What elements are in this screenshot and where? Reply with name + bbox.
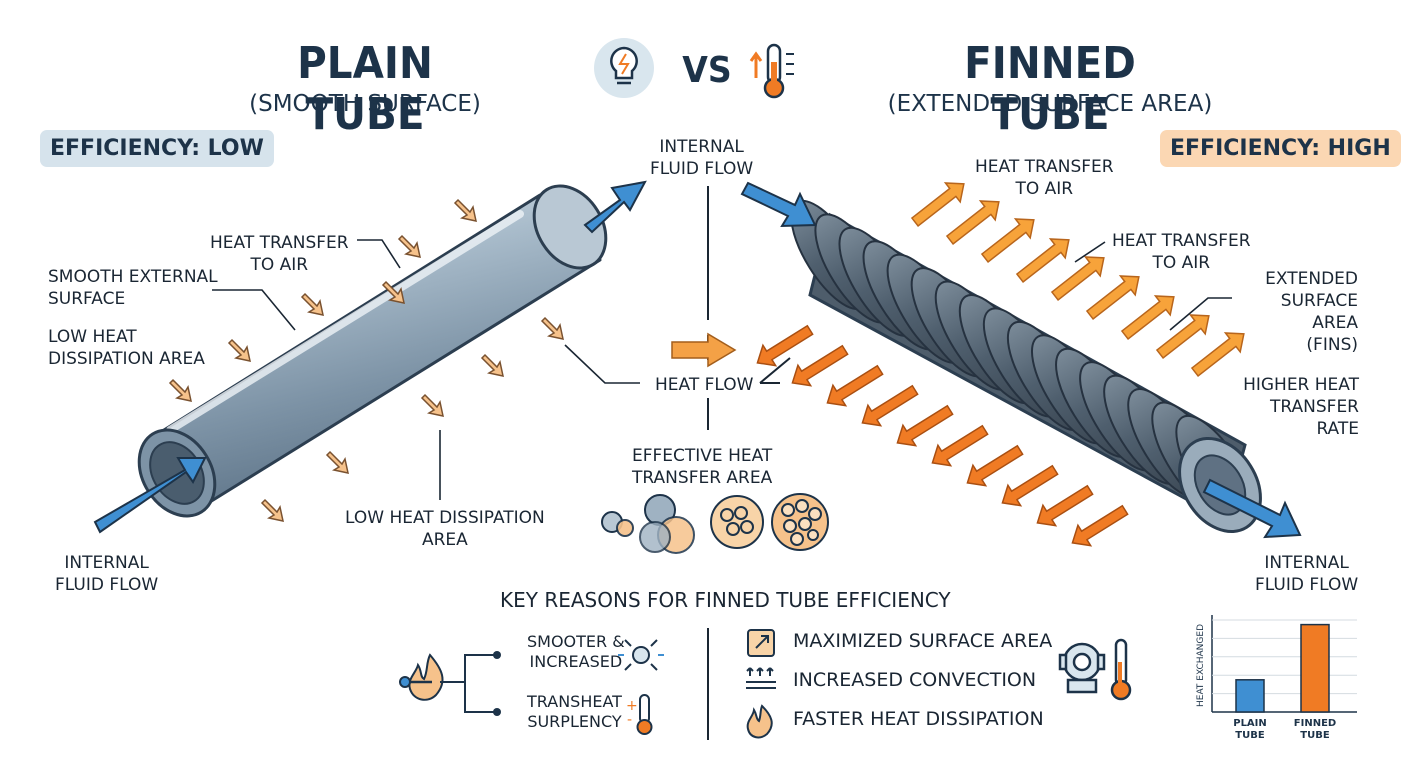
chart-tick-label: TUBE bbox=[1300, 730, 1330, 741]
heat-arrow bbox=[931, 424, 989, 467]
right-heat-transfer-label-2: HEAT TRANSFER TO AIR bbox=[1112, 231, 1251, 273]
efficiency-low-badge: EFFICIENCY: LOW bbox=[40, 130, 274, 167]
low-area-bottom-label: LOW HEAT DISSIPATION AREA bbox=[345, 508, 545, 550]
chart-tick-label: PLAIN bbox=[1233, 718, 1267, 729]
efficiency-high-badge: EFFICIENCY: HIGH bbox=[1160, 130, 1401, 167]
heat-flow-label: HEAT FLOW bbox=[655, 375, 754, 395]
heat-arrow bbox=[756, 324, 814, 367]
pump-icon bbox=[1058, 642, 1106, 694]
heat-arrow bbox=[861, 384, 919, 427]
heat-arrow bbox=[910, 182, 965, 227]
heat-arrow bbox=[1190, 332, 1245, 377]
thermometer-small-icon: + - bbox=[626, 694, 653, 735]
right-fluid-flow-label: INTERNAL FLUID FLOW bbox=[1255, 553, 1359, 595]
reason-item-3: FASTER HEAT DISSIPATION bbox=[793, 708, 1044, 730]
chart-bar bbox=[1235, 679, 1265, 713]
heat-arrow bbox=[1001, 464, 1059, 507]
heat-arrow bbox=[966, 444, 1024, 487]
heat-arrow bbox=[1155, 314, 1210, 359]
left-leader-lines bbox=[212, 239, 640, 500]
low-area-label: LOW HEAT DISSIPATION AREA bbox=[48, 327, 205, 369]
maximize-icon bbox=[747, 629, 775, 657]
chart-tick-label: FINNED bbox=[1294, 718, 1336, 729]
chart-bar bbox=[1300, 623, 1330, 713]
finned-heat-arrows-up bbox=[910, 182, 1245, 377]
effective-area-label: EFFECTIVE HEAT TRANSFER AREA bbox=[632, 446, 773, 488]
heat-arrow bbox=[1015, 238, 1070, 283]
center-heat-arrow bbox=[671, 332, 737, 368]
left-heat-transfer-label: HEAT TRANSFER TO AIR bbox=[210, 233, 349, 275]
thermometer-large-icon bbox=[1110, 638, 1132, 701]
convection-icon bbox=[746, 667, 776, 689]
plain-outlet-arrow bbox=[583, 180, 647, 234]
right-leader-lines bbox=[1074, 241, 1232, 331]
heat-arrow bbox=[826, 364, 884, 407]
vs-label: VS bbox=[682, 50, 732, 91]
area-circles-finned bbox=[710, 493, 829, 551]
lightbulb-icon bbox=[594, 38, 654, 98]
heat-arrow bbox=[945, 200, 1000, 245]
heat-arrow bbox=[1085, 275, 1140, 320]
chart-tick-label: TUBE bbox=[1235, 730, 1265, 741]
fire-icon bbox=[746, 704, 773, 739]
reason-item-1: MAXIMIZED SURFACE AREA bbox=[793, 630, 1053, 652]
heat-arrow bbox=[896, 404, 954, 447]
heat-arrow bbox=[1036, 484, 1094, 527]
left-fluid-flow-label: INTERNAL FLUID FLOW bbox=[55, 553, 159, 595]
plain-tube-subtitle: (SMOOTH SURFACE) bbox=[249, 91, 481, 117]
finned-outlet-arrow bbox=[1202, 478, 1302, 539]
higher-rate-label: HIGHER HEAT TRANSFER RATE bbox=[1243, 375, 1359, 439]
chart-ylabel: HEAT EXCHANGED bbox=[1196, 624, 1206, 707]
smooth-surface-label: SMOOTH EXTERNAL SURFACE bbox=[48, 267, 218, 309]
heat-arrow bbox=[1120, 295, 1175, 340]
flame-icon bbox=[399, 653, 444, 701]
area-circles-plain bbox=[601, 494, 695, 554]
extended-area-label: EXTENDED SURFACE AREA (FINS) bbox=[1265, 269, 1358, 355]
plain-tube-title: PLAIN TUBE bbox=[297, 38, 433, 140]
expand-arrows-icon bbox=[618, 639, 664, 671]
reason-tree-lines bbox=[440, 654, 495, 713]
reason-branch-1: SMOOTER & INCREASED bbox=[527, 632, 625, 671]
finned-tube-subtitle: (EXTENDED SURFACE AREA) bbox=[887, 91, 1213, 117]
reason-item-2: INCREASED CONVECTION bbox=[793, 669, 1037, 691]
heat-arrow bbox=[1071, 504, 1129, 547]
plain-heat-arrows bbox=[168, 198, 564, 522]
reason-branch-2: TRANSHEAT SURPLENCY bbox=[527, 692, 622, 731]
svg-text:+: + bbox=[626, 698, 638, 714]
reasons-heading: KEY REASONS FOR FINNED TUBE EFFICIENCY bbox=[500, 588, 951, 612]
heat-arrow bbox=[980, 218, 1035, 263]
heat-arrow bbox=[791, 344, 849, 387]
heat-arrow bbox=[1050, 256, 1105, 301]
svg-text:-: - bbox=[627, 712, 632, 728]
center-divider bbox=[707, 186, 791, 740]
finned-tube-title: FINNED TUBE bbox=[964, 38, 1136, 140]
finned-inlet-arrow bbox=[740, 181, 817, 228]
finned-heat-arrows-down bbox=[756, 324, 1129, 547]
thermometer-icon bbox=[749, 43, 794, 99]
center-fluid-flow-label: INTERNAL FLUID FLOW bbox=[650, 137, 754, 179]
right-heat-transfer-label-1: HEAT TRANSFER TO AIR bbox=[975, 157, 1114, 199]
plain-inlet-arrow bbox=[93, 457, 207, 534]
